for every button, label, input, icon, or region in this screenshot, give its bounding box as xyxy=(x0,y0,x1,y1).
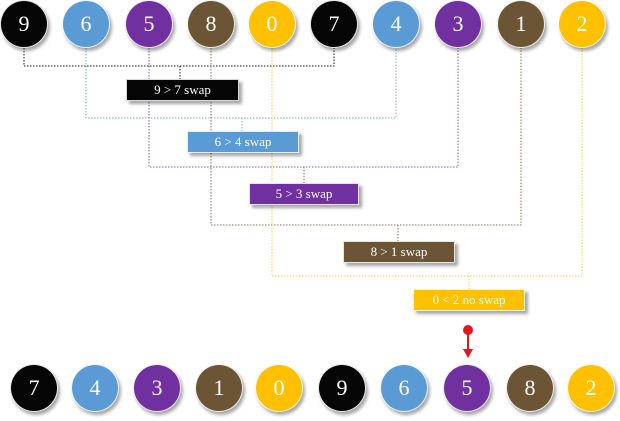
bracket-0-2 xyxy=(271,48,583,289)
top-node-1: 9 xyxy=(0,0,48,48)
bottom-node-10: 2 xyxy=(567,364,615,412)
bracket-6-4 xyxy=(85,48,397,131)
bottom-node-1: 7 xyxy=(10,364,58,412)
bottom-node-5: 0 xyxy=(255,364,303,412)
bottom-node-3: 3 xyxy=(133,364,181,412)
bottom-node-4: 1 xyxy=(195,364,243,412)
bracket-9-7 xyxy=(23,48,335,79)
bottom-node-7: 6 xyxy=(380,364,428,412)
bottom-node-2: 4 xyxy=(71,364,119,412)
bottom-node-6: 9 xyxy=(318,364,366,412)
bottom-node-8: 5 xyxy=(443,364,491,412)
comparison-label-2: 6 > 4 swap xyxy=(187,131,299,153)
bottom-node-9: 8 xyxy=(506,364,554,412)
top-node-9: 1 xyxy=(497,0,545,48)
comparison-label-5: 0 < 2 no swap xyxy=(413,289,525,311)
bracket-5-3 xyxy=(148,48,459,183)
top-node-7: 4 xyxy=(372,0,420,48)
top-node-2: 6 xyxy=(62,0,110,48)
comparison-label-4: 8 > 1 swap xyxy=(343,241,455,263)
top-node-3: 5 xyxy=(125,0,173,48)
comparison-label-1: 9 > 7 swap xyxy=(126,79,239,101)
top-node-10: 2 xyxy=(558,0,606,48)
down-arrow-icon xyxy=(462,325,474,361)
top-node-4: 8 xyxy=(187,0,235,48)
top-node-8: 3 xyxy=(434,0,482,48)
comparison-label-3: 5 > 3 swap xyxy=(249,183,359,205)
top-node-6: 7 xyxy=(310,0,358,48)
top-node-5: 0 xyxy=(248,0,296,48)
